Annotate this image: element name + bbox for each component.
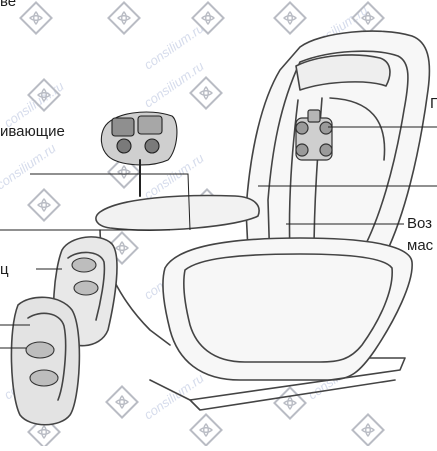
foot-rollers xyxy=(25,257,99,387)
leg-rest-upper-pad xyxy=(67,251,106,321)
label-voz: Воз xyxy=(407,215,433,232)
label-right-top: Г xyxy=(430,95,437,112)
watermark-diamond-icon xyxy=(351,413,385,447)
chair-base xyxy=(149,357,406,401)
watermark-diamond-icon xyxy=(19,1,53,35)
watermark-diamond-icon xyxy=(191,1,225,35)
label-mas: мас xyxy=(407,237,434,254)
watermark-text: consilium.ru xyxy=(141,370,206,422)
watermark-diamond-icon xyxy=(351,1,385,35)
watermark-diamond-icon xyxy=(27,188,61,222)
leg-rest-lower xyxy=(10,296,81,426)
watermark-diamond-icon xyxy=(189,413,223,447)
leg-rest-lower-pad xyxy=(27,312,67,401)
back-rail-right xyxy=(313,97,323,256)
armrest-inner xyxy=(183,253,393,363)
back-roller-mechanism xyxy=(295,109,333,161)
back-rail-left xyxy=(288,99,299,256)
seat-cushion xyxy=(95,194,260,231)
watermark-diamond-icon xyxy=(107,1,141,35)
backrest-outline xyxy=(245,30,431,297)
watermark-text: consilium.ru xyxy=(0,140,59,192)
label-left-mid: ц xyxy=(0,261,9,278)
backrest-inner xyxy=(267,50,409,274)
watermark-diamond-icon xyxy=(27,78,61,112)
seat-roller-mechanism xyxy=(100,111,178,197)
leader-rollers xyxy=(30,173,191,231)
watermark-diamond-icon xyxy=(273,1,307,35)
label-top-cut: ве xyxy=(0,0,17,10)
watermark-diamond-icon xyxy=(105,385,139,419)
watermark-diamond-icon xyxy=(189,76,223,110)
headrest-pad xyxy=(295,54,391,91)
label-rollers: ивающие xyxy=(0,123,65,140)
chair-base-line xyxy=(189,379,396,411)
back-rail-curve xyxy=(329,97,386,161)
armrest xyxy=(162,237,413,381)
leader-lines xyxy=(0,126,437,349)
watermark-diamond-icon xyxy=(273,386,307,420)
